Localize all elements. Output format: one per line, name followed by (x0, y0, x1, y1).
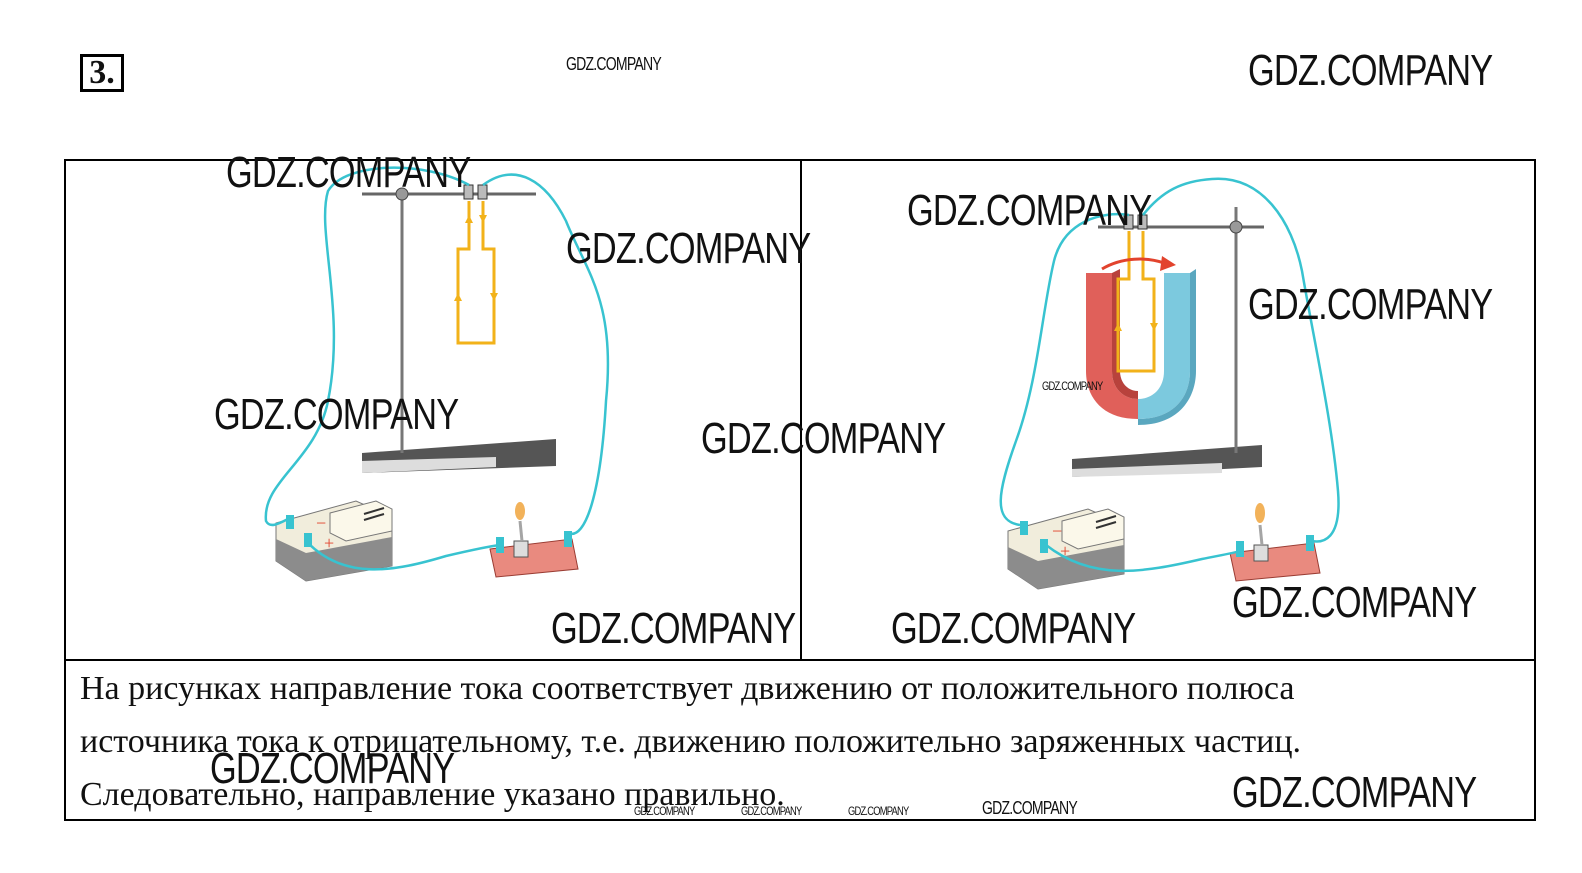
watermark: GDZ.COMPANY (1232, 768, 1477, 817)
watermark: GDZ.COMPANY (551, 604, 796, 653)
watermark: GDZ.COMPANY (741, 804, 802, 818)
watermark: GDZ.COMPANY (566, 54, 662, 74)
rotation-arrow (1101, 256, 1176, 271)
clamp (395, 187, 409, 201)
watermark: GDZ.COMPANY (1248, 280, 1493, 329)
answer-divider (64, 659, 1536, 661)
problem-number: 3. (80, 54, 124, 92)
battery-plus-label: + (324, 533, 334, 553)
watermark: GDZ.COMPANY (214, 390, 459, 439)
watermark: GDZ.COMPANY (566, 224, 811, 273)
stand-base (1072, 445, 1262, 477)
clamp (1229, 220, 1243, 234)
watermark: GDZ.COMPANY (226, 148, 471, 197)
terminal (564, 531, 572, 547)
current-frame-loop (456, 201, 496, 345)
watermark: GDZ.COMPANY (210, 744, 455, 793)
terminal (1306, 535, 1314, 551)
current-frame-loop (1116, 231, 1156, 373)
answer-text: На рисунках направление тока соответству… (80, 662, 1520, 821)
right-circuit-figure: − + (999, 177, 1340, 590)
watermark: GDZ.COMPANY (891, 604, 1136, 653)
switch (489, 502, 579, 578)
switch (1229, 503, 1321, 582)
stand-base (362, 439, 556, 473)
battery-minus-label: − (316, 513, 326, 533)
current-direction-arrows (454, 215, 498, 301)
answer-line: На рисунках направление тока соответству… (80, 670, 1295, 707)
terminal (286, 515, 294, 529)
battery-plus-label: + (1060, 541, 1070, 561)
terminal (1137, 214, 1148, 230)
terminal (1040, 539, 1048, 553)
watermark: GDZ.COMPANY (701, 414, 946, 463)
current-direction-arrows (1114, 323, 1158, 331)
horseshoe-magnet (1086, 269, 1196, 425)
terminal (1020, 521, 1028, 535)
answer-line: Следовательно, направление указано прави… (80, 776, 785, 813)
power-source: − + (1007, 508, 1125, 590)
watermark: GDZ.COMPANY (1232, 578, 1477, 627)
answer-line: источника тока к отрицательному, т.е. дв… (80, 723, 1302, 760)
connecting-wires (999, 177, 1340, 572)
watermark: GDZ.COMPANY (848, 804, 909, 818)
left-circuit-figure: − + (264, 166, 610, 582)
watermark: GDZ.COMPANY (907, 186, 1152, 235)
watermark: GDZ.COMPANY (634, 804, 695, 818)
figure-divider (800, 159, 802, 661)
terminal (1236, 541, 1244, 557)
watermark: GDZ.COMPANY (982, 798, 1078, 818)
terminal (477, 184, 488, 200)
watermark: GDZ.COMPANY (1248, 46, 1493, 95)
terminal (304, 533, 312, 547)
battery-minus-label: − (1052, 521, 1062, 541)
watermark: GDZ.COMPANY (1042, 379, 1103, 393)
connecting-wires (264, 166, 610, 571)
